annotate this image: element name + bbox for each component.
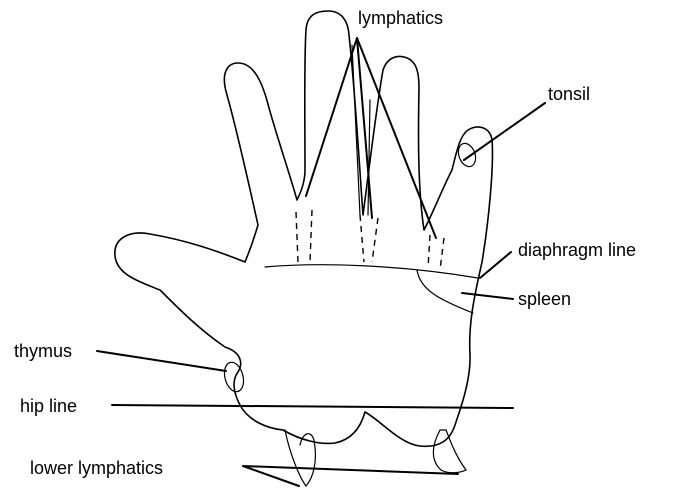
label-spleen: spleen — [518, 289, 571, 309]
lymphatic-web-1 — [296, 210, 312, 262]
label-hip-line: hip line — [20, 396, 77, 416]
diaphragm-line — [265, 265, 478, 278]
label-diaphragm-line: diaphragm line — [518, 240, 636, 260]
hip-line — [112, 405, 513, 408]
lymphatic-web-3 — [428, 235, 444, 270]
label-lymphatics: lymphatics — [358, 8, 443, 28]
label-tonsil: tonsil — [548, 84, 590, 104]
diaphragm-leader — [480, 252, 511, 278]
lower-lymphatics-leader — [243, 466, 458, 486]
spleen-leader — [462, 293, 513, 299]
label-thymus: thymus — [14, 341, 72, 361]
leader-lines — [97, 38, 545, 486]
label-lower-lymphatics: lower lymphatics — [30, 458, 163, 478]
hand-drawing — [115, 11, 493, 486]
hand-outline — [115, 11, 493, 446]
thymus-leader — [97, 351, 226, 371]
tonsil-leader — [464, 103, 545, 160]
lymphatic-web-2 — [360, 215, 378, 262]
